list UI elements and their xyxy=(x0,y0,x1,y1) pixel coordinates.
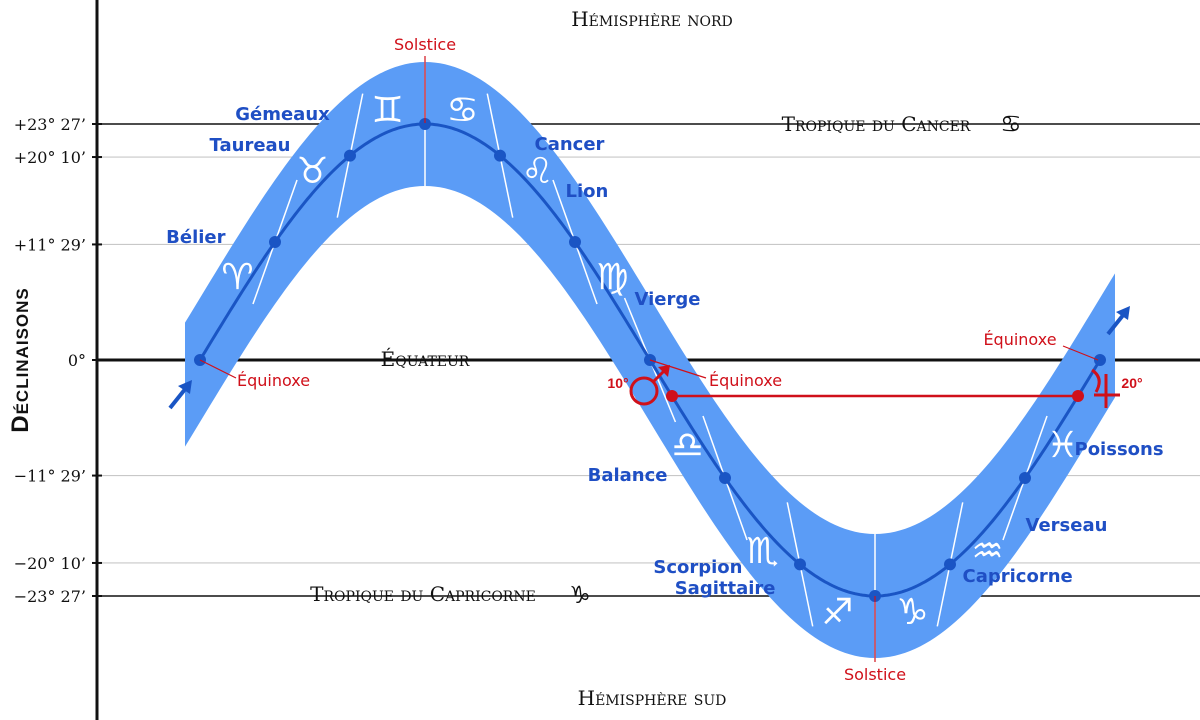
sign-name-label: Sagittaire xyxy=(675,578,776,599)
sign-boundary-dots xyxy=(194,118,1106,602)
zodiac-glyphs: ♈ ♉ ♊ ♋ ♌ ♍ ♎ ♏ ♐ ♑ ♒ ♓ xyxy=(221,90,1078,633)
sign-boundary-dot xyxy=(1094,354,1106,366)
sign-name-label: Cancer xyxy=(535,134,605,155)
equator-label: Équateur xyxy=(381,347,470,371)
north-solstice-label: Solstice xyxy=(394,35,456,54)
axis-tick-label: +23° 27’ xyxy=(14,115,86,134)
sign-boundary-dot xyxy=(719,472,731,484)
mars-degree-label: 10° xyxy=(607,375,628,391)
sign-boundary-dot xyxy=(944,558,956,571)
axis-tick-label: −11° 29’ xyxy=(14,467,86,486)
zodiac-glyph-icon: ♋ xyxy=(446,90,478,131)
south-solstice-label: Solstice xyxy=(844,665,906,684)
axis-tick-label: −23° 27’ xyxy=(14,587,86,606)
spring-equinox-label: Équinoxe xyxy=(237,371,310,390)
axis-tick-label: 0° xyxy=(68,351,86,370)
zodiac-glyph-icon: ♉ xyxy=(296,151,328,192)
sign-name-label: Balance xyxy=(588,465,668,486)
capricorn-symbol-icon: ♑ xyxy=(569,581,591,609)
sign-name-label: Poissons xyxy=(1075,439,1164,460)
north-hemisphere-label: Hémisphère nord xyxy=(571,7,733,31)
sign-boundary-dot xyxy=(569,236,581,248)
direction-arrow-end-icon xyxy=(1106,306,1130,336)
sign-name-label: Verseau xyxy=(1026,515,1108,536)
sign-name-label: Vierge xyxy=(635,289,701,310)
axis-tick-label: +20° 10’ xyxy=(14,148,86,167)
saturn-degree-label: 20° xyxy=(1121,375,1142,391)
zodiac-glyph-icon: ♎ xyxy=(671,425,703,466)
sign-name-label: Bélier xyxy=(166,227,225,248)
zodiac-glyph-icon: ♌ xyxy=(521,151,553,192)
axis-title: Déclinaisons xyxy=(7,287,34,433)
zodiac-glyph-icon: ♈ xyxy=(221,257,253,298)
zodiac-glyph-icon: ♐ xyxy=(821,592,853,633)
sign-boundary-dot xyxy=(344,149,356,162)
zodiac-glyph-icon: ♍ xyxy=(596,257,628,298)
axis-tick-label: +11° 29’ xyxy=(14,235,86,254)
zodiac-glyph-icon: ♊ xyxy=(371,90,403,131)
cancer-symbol-icon: ♋ xyxy=(1000,110,1022,138)
mars-icon xyxy=(629,365,670,406)
sign-name-label: Capricorne xyxy=(963,566,1073,587)
declination-ticks: +23° 27’ +20° 10’ +11° 29’ 0° −11° 29’ −20° 1… xyxy=(14,115,102,606)
axis-tick-label: −20° 10’ xyxy=(14,554,86,573)
spring-equinox-marker xyxy=(199,359,237,379)
tropic-capricorn-label: Tropique du Capricorne xyxy=(310,582,536,606)
mars-opposition-line xyxy=(666,390,1084,402)
sign-boundary-dot xyxy=(269,236,281,248)
zodiac-glyph-icon: ♒ xyxy=(971,531,1003,572)
autumn-equinox-label: Équinoxe xyxy=(709,371,782,390)
saturn-icon xyxy=(1091,368,1120,408)
sign-name-label: Taureau xyxy=(210,135,291,156)
autumn-equinox-marker xyxy=(649,359,707,379)
tropic-cancer-label: Tropique du Cancer xyxy=(782,112,971,136)
direction-arrow-start-icon xyxy=(168,380,192,410)
zodiac-glyph-icon: ♑ xyxy=(896,592,928,633)
south-hemisphere-label: Hémisphère sud xyxy=(578,686,727,710)
sign-boundary-dot xyxy=(1019,472,1031,484)
next-equinox-label: Équinoxe xyxy=(983,330,1056,349)
sign-boundary-dot xyxy=(794,558,806,571)
zodiac-glyph-icon: ♓ xyxy=(1046,425,1078,466)
next-equinox-marker xyxy=(1062,345,1099,361)
sign-boundary-dot xyxy=(494,149,506,162)
sign-name-label: Scorpion xyxy=(653,557,742,578)
sign-name-label: Lion xyxy=(566,181,609,202)
zodiac-sign-names: Bélier Taureau GémeauxCancerLionViergeBala… xyxy=(166,104,1163,599)
zodiac-glyph-icon: ♏ xyxy=(746,531,778,572)
sign-name-label: Gémeaux xyxy=(235,104,330,125)
